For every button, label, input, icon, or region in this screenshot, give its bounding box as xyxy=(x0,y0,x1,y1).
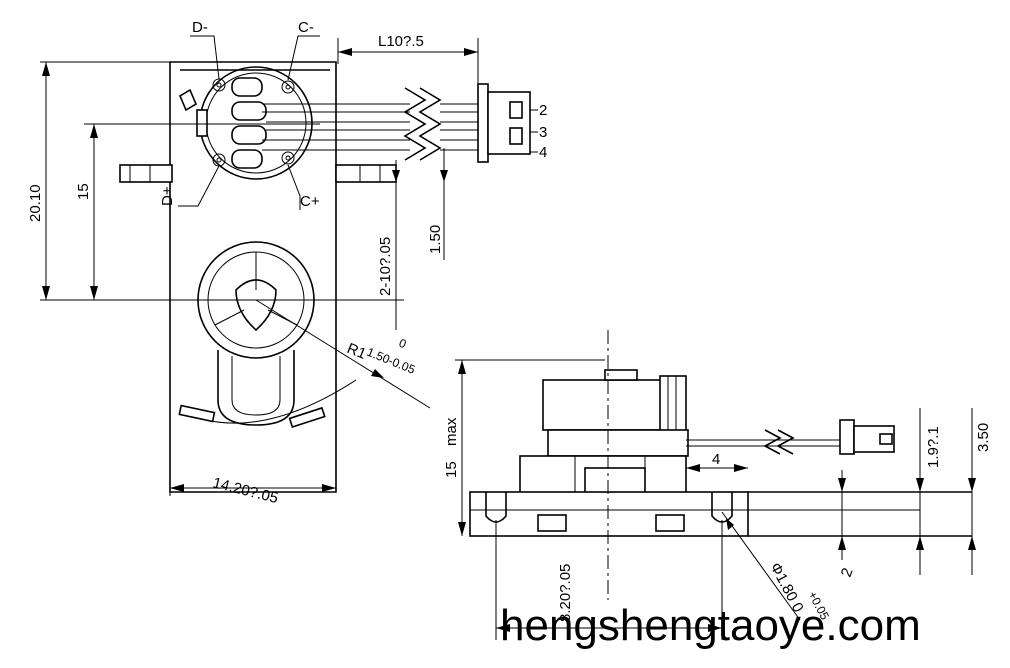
dim-14-20: 14.20?.05 xyxy=(211,474,280,507)
dim-2-10: 2-10?.05 xyxy=(377,237,394,296)
knob-feature xyxy=(178,241,357,429)
watermark: hengshengtaoye.com xyxy=(500,601,921,650)
labels: D- C- D+ C+ 2 3 4 L10?.5 20.10 15 1.50 2… xyxy=(27,19,992,650)
side-view xyxy=(469,330,972,600)
label-d-minus: D- xyxy=(192,19,208,36)
dim-side-1-9: 1.9?.1 xyxy=(925,426,942,468)
dim-r-sup: 0 xyxy=(397,336,409,352)
dim-l10: L10?.5 xyxy=(378,33,424,50)
dim-side-4: 4 xyxy=(712,451,720,468)
top-view xyxy=(119,61,531,493)
dim-1-50: 1.50 xyxy=(427,225,444,254)
dim-20-10: 20.10 xyxy=(27,184,44,222)
label-pin-3: 3 xyxy=(539,124,547,141)
dim-side-max: max xyxy=(443,417,460,446)
label-pin-4: 4 xyxy=(539,144,547,161)
label-c-plus: C+ xyxy=(300,193,320,210)
dim-15: 15 xyxy=(75,183,92,200)
label-d-plus: D+ xyxy=(159,186,176,206)
label-c-minus: C- xyxy=(298,19,314,36)
dim-side-8-20: 8.20?.05 xyxy=(557,564,574,622)
side-dimensions xyxy=(455,359,976,640)
top-dimensions xyxy=(40,35,538,496)
label-pin-2: 2 xyxy=(539,102,547,119)
dim-r-label: R1 xyxy=(345,340,369,363)
dim-side-15: 15 xyxy=(443,461,460,478)
dim-side-3-50: 3.50 xyxy=(975,423,992,452)
dim-side-2: 2 xyxy=(838,566,857,580)
